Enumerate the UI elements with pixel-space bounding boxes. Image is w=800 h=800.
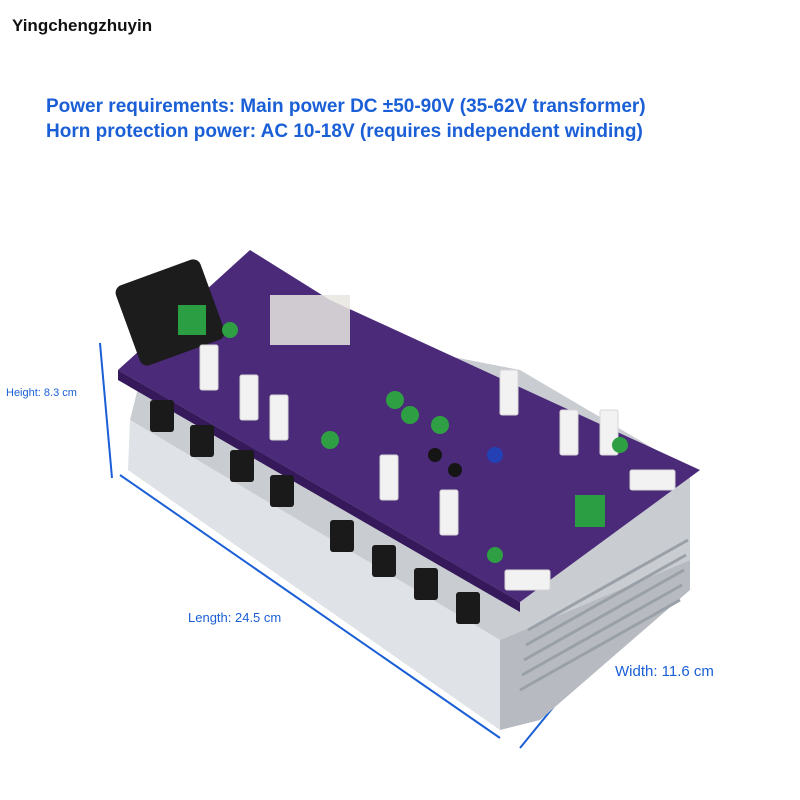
- heatsink-front-face: [128, 420, 500, 730]
- power-resistors: [199, 344, 676, 591]
- length-dimension-line: [119, 474, 501, 739]
- height-dimension-line: [99, 342, 113, 479]
- terminal-block-left: [178, 305, 206, 335]
- cooling-fan: [115, 259, 225, 366]
- capacitors: [222, 322, 628, 563]
- relay: [270, 295, 350, 345]
- pcb-board: [118, 250, 700, 602]
- heatsink-fins: [519, 538, 689, 692]
- height-label: Height: 8.3 cm: [6, 387, 77, 399]
- spec-horn-protection-power: Horn protection power: AC 10-18V (requir…: [46, 121, 643, 142]
- power-transistors: [150, 400, 480, 624]
- pcb-edge: [118, 370, 520, 612]
- brand-label: Yingchengzhuyin: [12, 16, 153, 35]
- width-label: Width: 11.6 cm: [615, 663, 714, 680]
- spec-power-requirements: Power requirements: Main power DC ±50-90…: [46, 96, 646, 117]
- terminal-block-right: [575, 495, 605, 527]
- heatsink-side-face: [500, 560, 690, 730]
- length-label: Length: 24.5 cm: [188, 610, 282, 625]
